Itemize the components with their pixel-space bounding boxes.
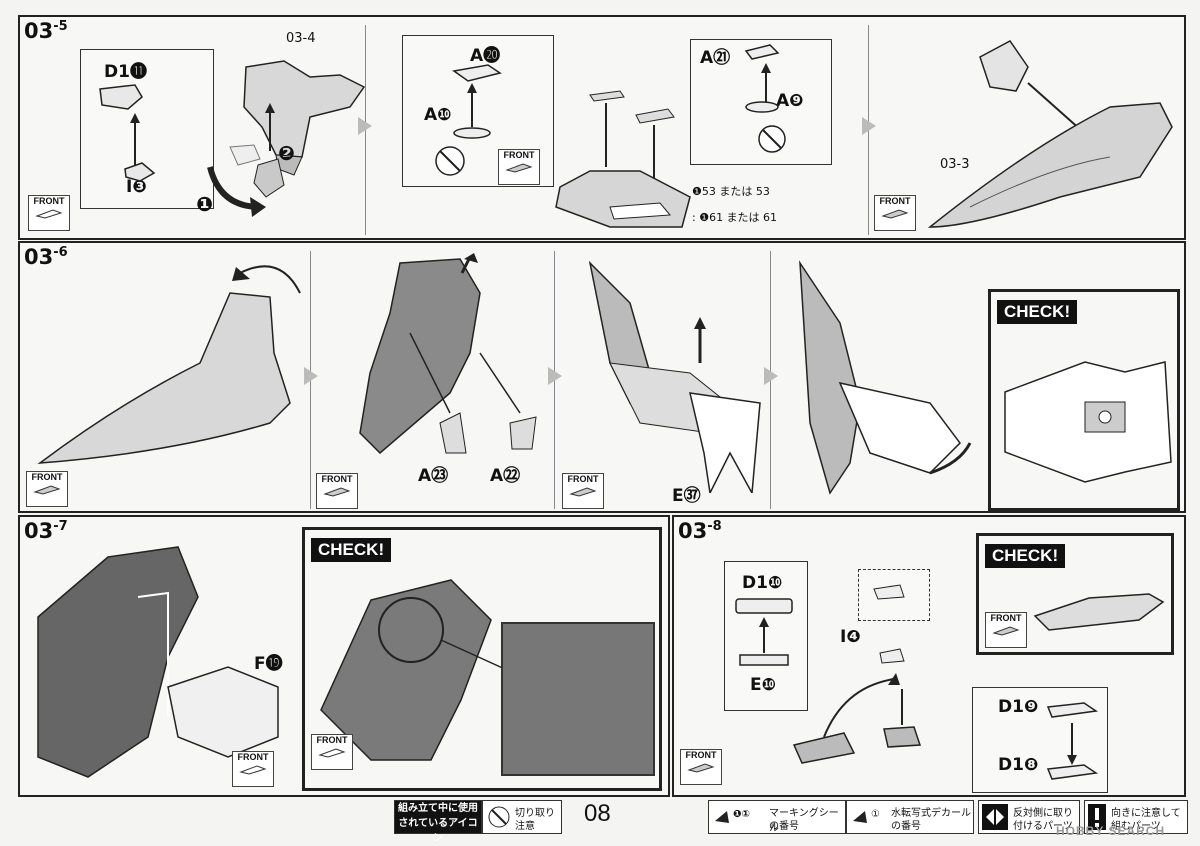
part-label-a10: A❿ — [424, 105, 452, 125]
part-label-d1-10: D1❿ — [742, 573, 783, 593]
direction-text-1: 向きに注意して — [1111, 808, 1181, 819]
ref-label-03-3: 03-3 — [940, 157, 970, 172]
direction-text-2: 組むパーツ — [1111, 821, 1161, 832]
step-number-1: ❶ — [196, 192, 213, 216]
model-drawing — [359, 253, 537, 455]
cut-caution-text-2: 注意 — [515, 821, 535, 832]
part-label-f19: F⓳ — [254, 654, 283, 674]
model-drawing — [555, 90, 691, 228]
exclamation-icon — [1088, 804, 1106, 830]
opposite-side-icon — [982, 804, 1008, 830]
front-indicator: FRONT — [311, 734, 353, 770]
front-indicator: FRONT — [498, 149, 540, 185]
part-label-e37: E㊲ — [672, 486, 701, 506]
detail-inset — [80, 49, 214, 209]
part-label-d1-11: D1⓫ — [104, 62, 147, 82]
model-drawing — [927, 40, 1173, 228]
part-drawing — [735, 598, 793, 666]
decal-icon — [853, 811, 867, 823]
part-label-i4: I❹ — [840, 627, 861, 647]
part-label-i3: I❸ — [126, 177, 147, 197]
check-box: CHECK! — [988, 289, 1180, 511]
icon-legend-line-2: されているアイコン — [398, 818, 478, 844]
model-drawing — [37, 546, 279, 778]
part-drawing — [1046, 702, 1099, 780]
front-indicator: FRONT — [28, 195, 70, 231]
decal-text-2: の番号 — [891, 821, 921, 832]
step-label: 03-5 — [24, 19, 68, 43]
part-label-e10: E❿ — [750, 675, 777, 695]
decal-text-1: 水転写式デカール — [891, 808, 971, 819]
marking-text-1: マーキングシール — [769, 808, 839, 834]
part-label-a21: A㉑ — [700, 48, 731, 68]
part-label-a20: A⓴ — [470, 46, 501, 66]
part-drawing — [873, 584, 905, 664]
check-label: CHECK! — [985, 544, 1066, 568]
check-box: CHECK! FRONT — [976, 533, 1174, 655]
step-03-7-panel: 03-7 F⓳ FRONT CHECK! FRONT — [18, 515, 670, 797]
arrow-icon — [304, 367, 318, 385]
cut-caution-text-1: 切り取り — [515, 808, 555, 819]
step-03-5-panel: 03-5 D1⓫ I❸ FRONT 03-4 ❶ ❷ A⓴ — [18, 15, 1186, 240]
step-03-8-panel: 03-8 D1❿ E❿ I❹ D1❾ D1❽ — [672, 515, 1186, 797]
model-drawing — [799, 260, 972, 495]
marking-sticker-legend: ❶① マーキングシール の番号 — [708, 800, 846, 834]
part-drawing — [1004, 361, 1172, 483]
sticker-note-1: ❶53 または 53 — [692, 185, 770, 198]
check-label: CHECK! — [997, 300, 1078, 324]
front-indicator: FRONT — [26, 471, 68, 507]
detail-inset — [724, 561, 808, 711]
opposite-text-2: 付けるパーツ — [1013, 821, 1073, 832]
check-box: CHECK! FRONT — [302, 527, 662, 791]
opposite-text-1: 反対側に取り — [1013, 808, 1073, 819]
model-drawing — [588, 260, 761, 493]
ref-label-03-4: 03-4 — [286, 31, 316, 46]
arrow-icon — [548, 367, 562, 385]
part-drawing — [99, 84, 156, 182]
step-number-2: ❷ — [278, 141, 295, 165]
direction-caution-legend: 向きに注意して 組むパーツ — [1084, 800, 1188, 834]
front-indicator: FRONT — [874, 195, 916, 231]
part-drawing — [744, 44, 786, 153]
cut-caution-icon — [488, 806, 510, 828]
arrow-icon — [862, 117, 876, 135]
part-label-d1-9: D1❾ — [998, 697, 1039, 717]
part-label-a23: A㉓ — [418, 466, 449, 486]
step-label: 03-6 — [24, 245, 68, 269]
front-indicator: FRONT — [680, 749, 722, 785]
marking-sticker-icon — [715, 811, 729, 823]
arrow-icon — [358, 117, 372, 135]
part-label-d1-8: D1❽ — [998, 755, 1039, 775]
decal-number-icon: ① — [871, 809, 880, 820]
front-indicator: FRONT — [316, 473, 358, 509]
model-drawing — [207, 60, 366, 217]
model-drawing — [37, 265, 301, 464]
front-indicator: FRONT — [562, 473, 604, 509]
step-label: 03-8 — [678, 519, 722, 543]
step-03-6-panel: 03-6 FRONT A㉓ A㉒ FRONT — [18, 241, 1186, 513]
check-label: CHECK! — [311, 538, 392, 562]
opposite-side-legend: 反対側に取り 付けるパーツ — [978, 800, 1080, 834]
model-drawing — [792, 673, 922, 764]
cut-caution-legend: 切り取り 注意 — [482, 800, 562, 834]
marking-number-icon: ❶① — [733, 809, 750, 820]
zoom-inset — [501, 622, 655, 776]
front-indicator: FRONT — [232, 751, 274, 787]
step-label: 03-7 — [24, 519, 68, 543]
sticker-note-2: : ❶61 または 61 — [692, 211, 778, 224]
icon-legend-line-1: 組み立て中に使用 — [398, 803, 478, 814]
page-number: 08 — [584, 800, 611, 827]
part-drawing — [435, 64, 502, 176]
front-indicator: FRONT — [985, 612, 1027, 648]
decal-legend: ① 水転写式デカール の番号 — [846, 800, 974, 834]
marking-text-2: の番号 — [769, 821, 799, 832]
model-drawing — [1033, 593, 1165, 631]
model-drawing — [320, 579, 508, 761]
arrow-icon — [764, 367, 778, 385]
part-label-a9: A❾ — [776, 91, 804, 111]
icon-legend-title: 組み立て中に使用 されているアイコン — [394, 800, 482, 844]
watermark: HOBBY SEARCH — [1056, 824, 1166, 838]
part-label-a22: A㉒ — [490, 466, 521, 486]
